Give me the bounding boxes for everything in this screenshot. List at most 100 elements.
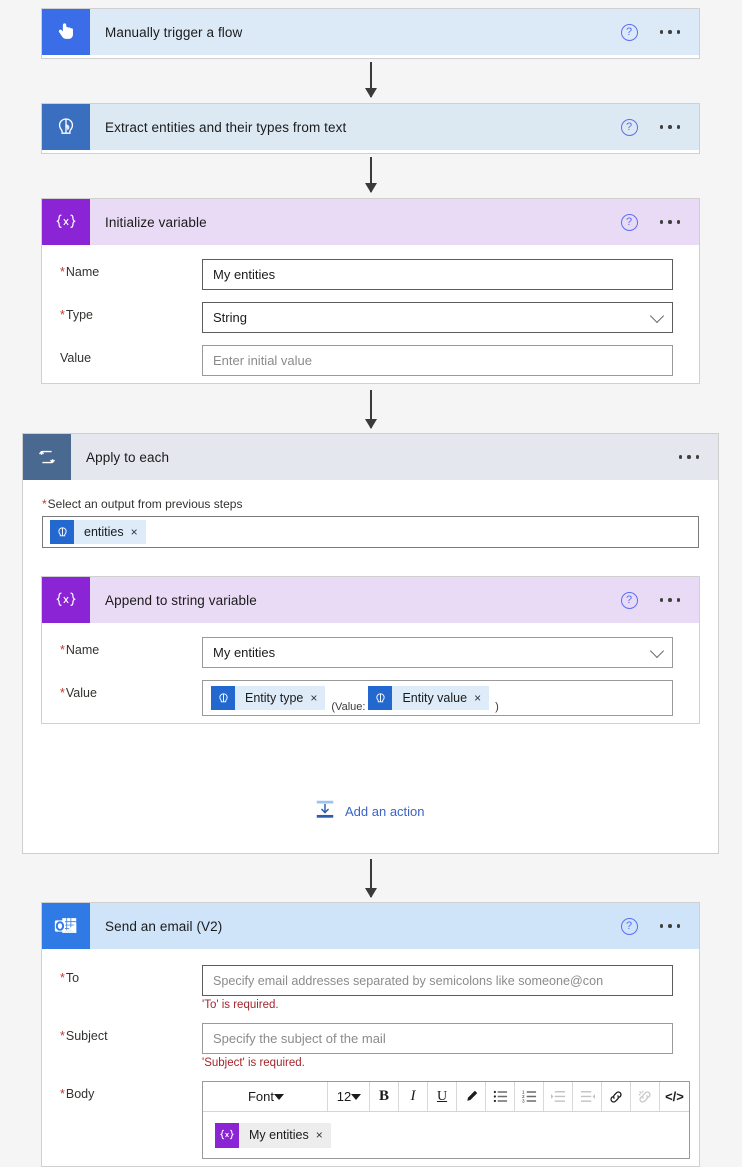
form-row-to: *To Specify email addresses separated by…: [42, 965, 673, 1011]
bold-icon[interactable]: B: [370, 1082, 399, 1111]
step-menu-button[interactable]: [659, 220, 680, 224]
step-header[interactable]: Extract entities and their types from te…: [42, 104, 699, 150]
bulleted-list-icon[interactable]: [486, 1082, 515, 1111]
indent-icon[interactable]: [544, 1082, 573, 1111]
email-body-editor[interactable]: Font 12 B I U: [202, 1081, 690, 1159]
step-header[interactable]: Initialize variable ?: [42, 199, 699, 245]
close-icon[interactable]: ×: [310, 691, 318, 705]
email-subject-input[interactable]: Specify the subject of the mail: [202, 1023, 673, 1054]
token-chip-entities[interactable]: entities ×: [50, 520, 146, 544]
step-header[interactable]: Send an email (V2) ?: [42, 903, 699, 949]
variable-type-select[interactable]: String: [202, 302, 673, 333]
help-icon[interactable]: ?: [620, 591, 638, 609]
value-literal-close: ): [495, 701, 499, 713]
value-literal-open: (Value:: [331, 701, 366, 713]
add-action-label: Add an action: [345, 804, 425, 819]
step-title: Append to string variable: [105, 592, 257, 608]
font-family-select[interactable]: Font: [203, 1082, 328, 1111]
step-title: Extract entities and their types from te…: [105, 119, 347, 135]
token-label: entities: [84, 525, 124, 539]
link-icon[interactable]: [602, 1082, 631, 1111]
variable-value-input[interactable]: Enter initial value: [202, 345, 673, 376]
step-body: *To Specify email addresses separated by…: [42, 949, 699, 1167]
step-menu-button[interactable]: [659, 598, 680, 602]
required-asterisk: *: [60, 643, 65, 657]
form-row-type: *Type String: [42, 302, 673, 333]
variable-braces-icon: [215, 1122, 239, 1148]
step-header[interactable]: Append to string variable ?: [42, 577, 699, 623]
step-card-send-an-email[interactable]: Send an email (V2) ? *To Specify email a…: [41, 902, 700, 1167]
close-icon[interactable]: ×: [130, 525, 138, 539]
close-icon[interactable]: ×: [474, 691, 482, 705]
step-title: Initialize variable: [105, 214, 207, 230]
append-value-input[interactable]: Entity type × (Value:: [202, 680, 673, 716]
font-size-select[interactable]: 12: [328, 1082, 370, 1111]
rich-text-toolbar: Font 12 B I U: [203, 1082, 689, 1112]
form-row-value: Value Enter initial value: [42, 345, 673, 376]
variable-braces-icon: [42, 577, 90, 623]
append-name-select[interactable]: My entities: [202, 637, 673, 668]
step-card-append-to-string-variable[interactable]: Append to string variable ? *Name My ent…: [41, 576, 700, 724]
field-label: *Subject: [60, 1029, 108, 1043]
form-row-value: *Value Entity type: [42, 680, 673, 716]
field-label: *Body: [60, 1087, 95, 1101]
step-card-extract-entities[interactable]: Extract entities and their types from te…: [41, 103, 700, 154]
field-label: *Name: [60, 265, 100, 279]
required-asterisk: *: [42, 497, 47, 511]
help-icon[interactable]: ?: [620, 917, 638, 935]
field-label: *Name: [60, 643, 100, 657]
token-chip-entity-value[interactable]: Entity value ×: [368, 686, 490, 710]
connector-arrow: [365, 859, 377, 898]
connector-arrow: [365, 390, 377, 429]
token-label: Entity value: [402, 691, 468, 705]
required-asterisk: *: [60, 1029, 65, 1043]
token-chip-my-entities[interactable]: My entities ×: [215, 1122, 331, 1148]
code-view-icon[interactable]: </>: [665, 1089, 684, 1104]
scope-body: *Select an output from previous steps en…: [23, 480, 718, 548]
token-chip-entity-type[interactable]: Entity type ×: [211, 686, 326, 710]
scope-menu-button[interactable]: [678, 455, 699, 459]
svg-text:1: 1: [522, 1089, 525, 1094]
help-icon[interactable]: ?: [620, 118, 638, 136]
step-card-manually-trigger-a-flow[interactable]: Manually trigger a flow ?: [41, 8, 700, 59]
ai-builder-brain-icon: [368, 686, 393, 710]
scope-card-apply-to-each[interactable]: Apply to each *Select an output from pre…: [22, 433, 719, 854]
ai-builder-brain-icon: [50, 520, 74, 544]
step-menu-button[interactable]: [659, 125, 680, 129]
scope-output-label: *Select an output from previous steps: [42, 497, 243, 511]
step-title: Manually trigger a flow: [105, 24, 243, 40]
outdent-icon[interactable]: [573, 1082, 602, 1111]
field-label: *Type: [60, 308, 93, 322]
step-card-initialize-variable[interactable]: Initialize variable ? *Name My entities …: [41, 198, 700, 384]
form-row-name: *Name My entities: [42, 259, 673, 290]
to-error-text: 'To' is required.: [202, 999, 279, 1011]
svg-text:3: 3: [522, 1099, 525, 1104]
help-icon[interactable]: ?: [620, 213, 638, 231]
underline-icon[interactable]: U: [428, 1082, 457, 1111]
step-menu-button[interactable]: [659, 924, 680, 928]
scope-header[interactable]: Apply to each: [23, 434, 718, 480]
email-to-input[interactable]: Specify email addresses separated by sem…: [202, 965, 673, 996]
chevron-down-icon: [351, 1093, 362, 1100]
variable-name-input[interactable]: My entities: [202, 259, 673, 290]
svg-text:2: 2: [522, 1094, 525, 1099]
scope-output-input[interactable]: entities ×: [42, 516, 699, 548]
unlink-icon[interactable]: [631, 1082, 660, 1111]
ai-builder-brain-icon: [42, 104, 90, 150]
email-body-content[interactable]: My entities ×: [203, 1112, 689, 1158]
numbered-list-icon[interactable]: 1 2 3: [515, 1082, 544, 1111]
add-an-action-button[interactable]: Add an action: [314, 798, 425, 825]
hand-pointer-icon: [42, 9, 90, 55]
field-label: Value: [60, 351, 92, 365]
text-color-icon[interactable]: [457, 1082, 486, 1111]
token-label: My entities: [249, 1128, 309, 1142]
add-action-icon: [314, 798, 336, 825]
italic-icon[interactable]: I: [399, 1082, 428, 1111]
close-icon[interactable]: ×: [315, 1128, 323, 1142]
step-body: *Name My entities *Type String Value Ent…: [42, 245, 699, 392]
step-header[interactable]: Manually trigger a flow ?: [42, 9, 699, 55]
help-icon[interactable]: ?: [620, 23, 638, 41]
token-label: Entity type: [245, 691, 304, 705]
step-menu-button[interactable]: [659, 30, 680, 34]
